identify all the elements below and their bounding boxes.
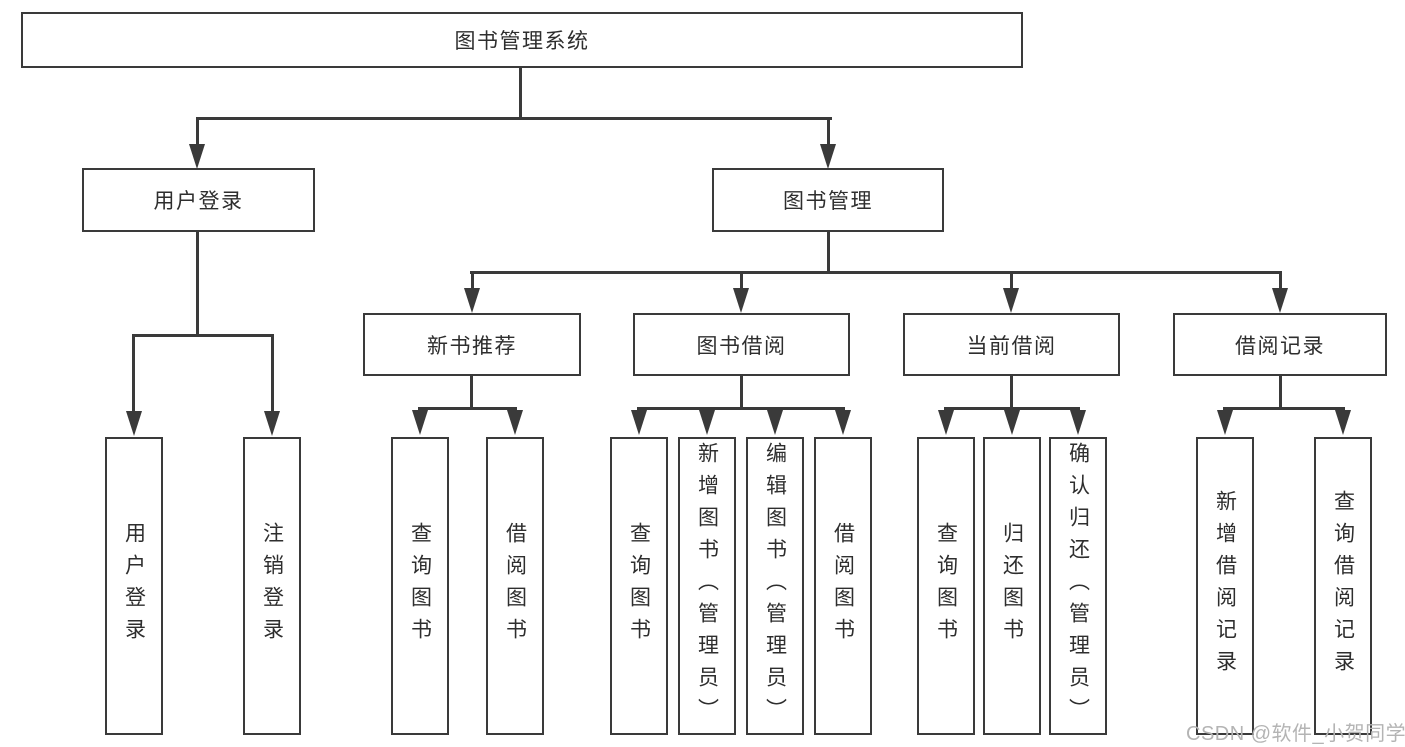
connector-book-mgmt-drop <box>827 117 830 146</box>
arrow-down-icon <box>767 410 783 435</box>
arrow-down-icon <box>507 410 523 435</box>
node-root-label: 图书管理系统 <box>454 30 590 53</box>
connector-book-mgmt-stem <box>827 230 830 273</box>
leaf-borrow-book-recommend: 借阅图书 <box>486 437 544 735</box>
leaf-borrow-book-recommend-label: 借阅图书 <box>503 522 527 650</box>
arrow-down-icon <box>835 410 851 435</box>
connector-l3-drop <box>740 271 743 289</box>
node-book-management: 图书管理 <box>712 168 944 232</box>
connector-book-mgmt-split <box>470 271 1282 274</box>
leaf-search-current: 查询图书 <box>917 437 975 735</box>
leaf-confirm-return-admin-label: 确认归还（管理员） <box>1066 442 1090 730</box>
arrow-down-icon <box>820 144 836 169</box>
node-borrow-record-label: 借阅记录 <box>1235 334 1325 358</box>
leaf-search-current-label: 查询图书 <box>934 522 958 650</box>
arrow-down-icon <box>1217 410 1233 435</box>
connector-l3-stem <box>740 374 743 409</box>
arrow-down-icon <box>464 288 480 313</box>
connector-leaf-drop <box>132 334 135 413</box>
connector-user-login-drop <box>196 117 199 146</box>
leaf-return-book-label: 归还图书 <box>1000 522 1024 650</box>
node-new-book-recommend: 新书推荐 <box>363 313 581 376</box>
leaf-logout-label: 注销登录 <box>260 522 284 650</box>
connector-root-split <box>196 117 832 120</box>
arrow-down-icon <box>189 144 205 169</box>
arrow-down-icon <box>699 410 715 435</box>
leaf-add-book-admin: 新增图书（管理员） <box>678 437 736 735</box>
leaf-search-borrow-record: 查询借阅记录 <box>1314 437 1372 735</box>
node-current-borrow: 当前借阅 <box>903 313 1120 376</box>
arrow-down-icon <box>1070 410 1086 435</box>
arrow-down-icon <box>1335 410 1351 435</box>
csdn-watermark: CSDN @软件_小贺同学 <box>1186 723 1405 745</box>
connector-user-login-stem <box>196 230 199 337</box>
arrow-down-icon <box>938 410 954 435</box>
connector-root-stem <box>519 66 522 119</box>
node-book-management-label: 图书管理 <box>783 190 873 213</box>
arrow-down-icon <box>631 410 647 435</box>
leaf-edit-book-admin-label: 编辑图书（管理员） <box>763 442 787 730</box>
leaf-user-login-label: 用户登录 <box>122 522 146 650</box>
node-book-borrow: 图书借阅 <box>633 313 850 376</box>
leaf-search-borrow-record-label: 查询借阅记录 <box>1331 490 1355 682</box>
leaf-borrow-book-label: 借阅图书 <box>831 522 855 650</box>
node-book-borrow-label: 图书借阅 <box>696 334 787 358</box>
leaf-user-login: 用户登录 <box>105 437 163 735</box>
node-borrow-record: 借阅记录 <box>1173 313 1387 376</box>
connector-l3-drop <box>471 271 474 289</box>
connector-l3-drop <box>1279 271 1282 289</box>
node-root: 图书管理系统 <box>21 12 1023 68</box>
connector-l3-stem <box>1279 374 1282 409</box>
node-user-login-label: 用户登录 <box>153 190 244 213</box>
leaf-confirm-return-admin: 确认归还（管理员） <box>1049 437 1107 735</box>
arrow-down-icon <box>733 288 749 313</box>
arrow-down-icon <box>1004 410 1020 435</box>
arrow-down-icon <box>1003 288 1019 313</box>
node-new-book-recommend-label: 新书推荐 <box>427 334 517 358</box>
node-user-login: 用户登录 <box>82 168 315 232</box>
leaf-search-book-label: 查询图书 <box>627 522 651 650</box>
connector-l3-split <box>418 407 517 410</box>
leaf-logout: 注销登录 <box>243 437 301 735</box>
leaf-edit-book-admin: 编辑图书（管理员） <box>746 437 804 735</box>
arrow-down-icon <box>412 410 428 435</box>
leaf-add-borrow-record-label: 新增借阅记录 <box>1213 490 1237 682</box>
arrow-down-icon <box>1272 288 1288 313</box>
leaf-borrow-book: 借阅图书 <box>814 437 872 735</box>
leaf-search-book-recommend: 查询图书 <box>391 437 449 735</box>
node-current-borrow-label: 当前借阅 <box>966 334 1057 358</box>
connector-l3-split <box>637 407 845 410</box>
connector-l3-drop <box>1010 271 1013 289</box>
leaf-return-book: 归还图书 <box>983 437 1041 735</box>
leaf-search-book: 查询图书 <box>610 437 668 735</box>
connector-l3-stem <box>470 374 473 409</box>
connector-leaf-drop <box>271 334 274 413</box>
arrow-down-icon <box>126 411 142 436</box>
connector-user-login-split <box>133 334 274 337</box>
connector-l3-split <box>1223 407 1345 410</box>
connector-l3-stem <box>1010 374 1013 409</box>
connector-l3-split <box>944 407 1080 410</box>
leaf-search-book-recommend-label: 查询图书 <box>408 522 432 650</box>
leaf-add-book-admin-label: 新增图书（管理员） <box>695 442 719 730</box>
leaf-add-borrow-record: 新增借阅记录 <box>1196 437 1254 735</box>
arrow-down-icon <box>264 411 280 436</box>
